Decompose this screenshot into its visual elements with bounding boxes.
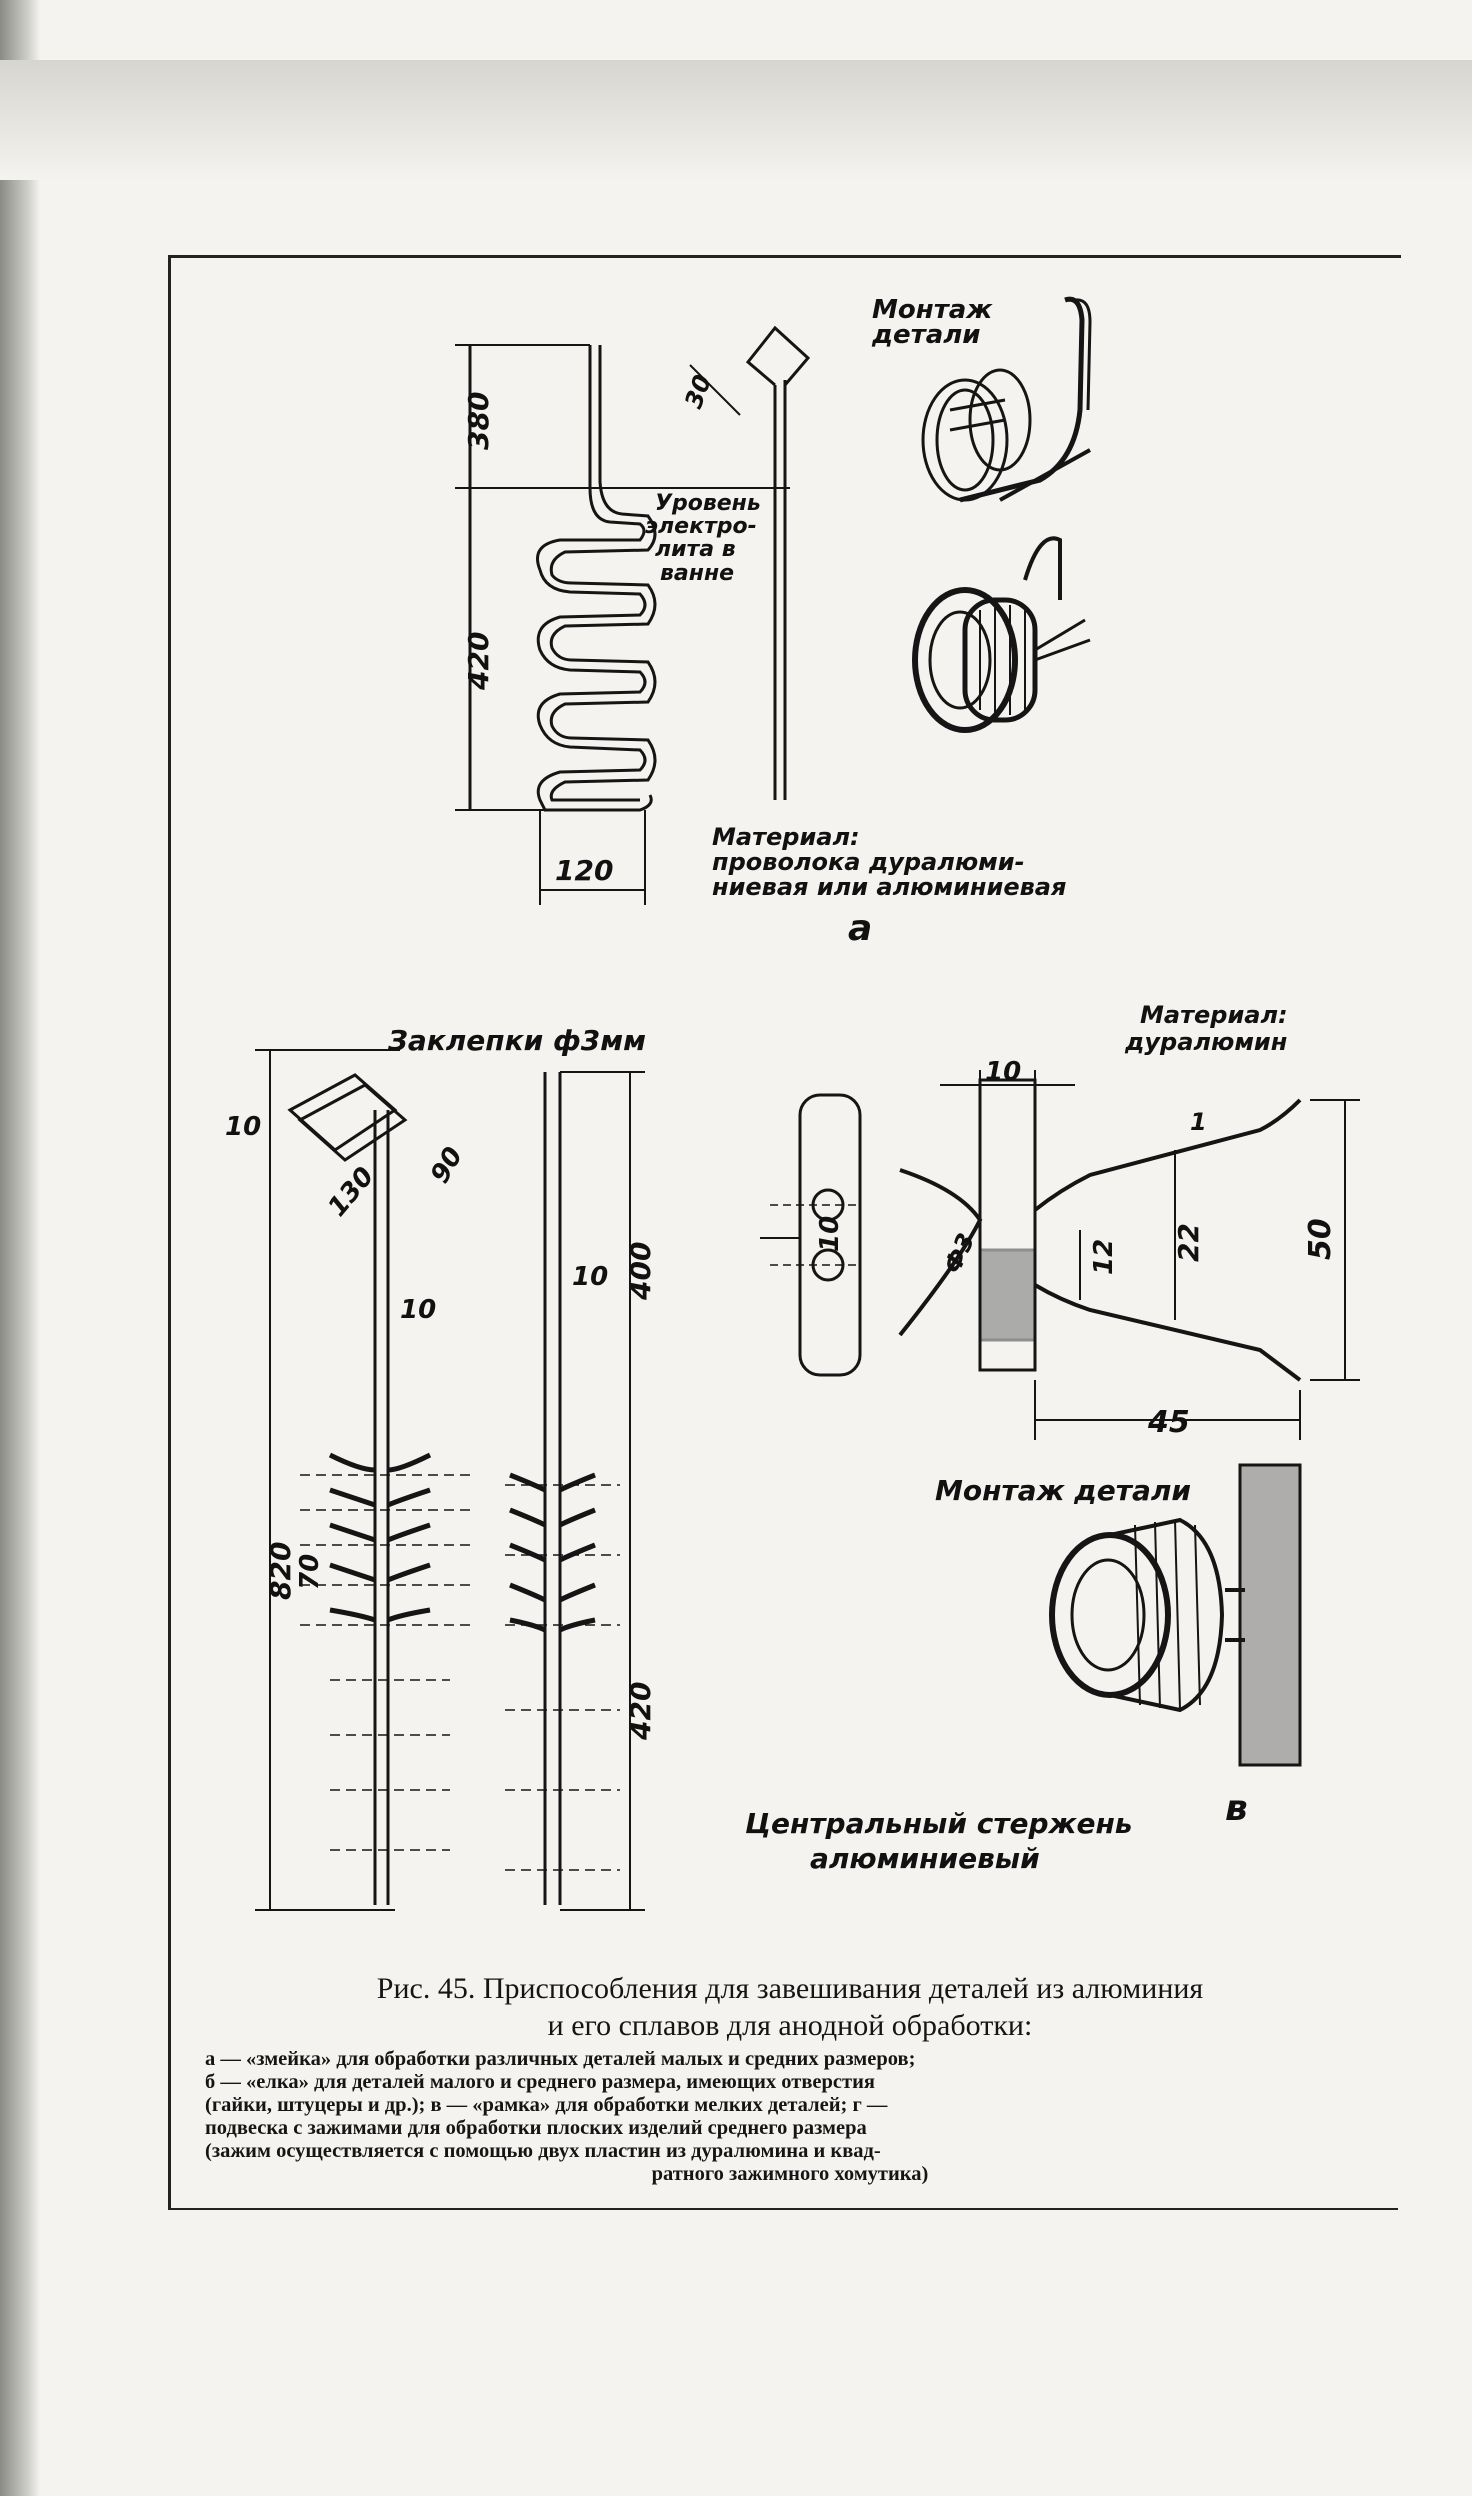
label-material-c-2: дуралюмин (1124, 1028, 1287, 1056)
label-center-rod-1: Центральный стержень (745, 1807, 1133, 1840)
label-mount-detail-c: Монтаж детали (935, 1474, 1191, 1507)
dim-70: 70 (295, 1554, 325, 1590)
dim-22: 22 (1172, 1223, 1205, 1262)
dim-90: 90 (425, 1142, 469, 1188)
label-material-c-1: Материал: (1140, 1001, 1288, 1029)
drawing-labels: Монтаж детали Уровень электро- лита в ва… (225, 295, 1338, 1875)
caption-title-line-1: Рис. 45. Приспособления для завешивания … (376, 1972, 1204, 2005)
top-plates-back (297, 1083, 408, 1162)
serpentine-wire (536, 345, 653, 812)
dim-10-tl: 10 (225, 1112, 261, 1142)
label-material-1: Материал: (712, 823, 860, 851)
strip-front-view (798, 1093, 862, 1377)
label-level-3: лита в (655, 537, 736, 562)
label-material-3: ниевая или алюминиевая (712, 873, 1066, 901)
left-spring-arm (898, 1168, 983, 1337)
caption-body-line: а — «змейка» для обработки различных дет… (205, 2048, 916, 2070)
label-center-rod-2: алюминиевый (810, 1842, 1040, 1875)
tree-branches-left (328, 1452, 432, 1623)
dim-400: 400 (624, 1242, 657, 1301)
caption-body-line: б — «елка» для деталей малого и среднего… (205, 2071, 876, 2093)
dim-820: 820 (264, 1542, 297, 1600)
caption-body-line: (гайки, штуцеры и др.); в — «рамка» для … (205, 2094, 888, 2116)
dim-380: 380 (462, 392, 495, 450)
dim-50: 50 (1303, 1218, 1338, 1260)
right-spring-arm-bottom (1033, 1283, 1302, 1382)
caption-title-line-2: и его сплавов для анодной обработки: (547, 2009, 1033, 2042)
mount-detail-1 (921, 296, 1092, 503)
label-panel-a: а (848, 908, 872, 949)
label-level-1: Уровень (655, 491, 761, 516)
dim-10-gap: 10 (815, 1216, 845, 1252)
caption-body-line: (зажим осуществляется с помощью двух пла… (205, 2140, 881, 2162)
label-rivets: Заклепки ф3мм (387, 1024, 646, 1057)
caption-body-line: ратного зажимного хомутика) (651, 2163, 929, 2185)
dim-30: 30 (679, 371, 717, 412)
hook-top (745, 325, 811, 387)
dim-420-a: 420 (462, 632, 495, 691)
technical-drawing: Монтаж детали Уровень электро- лита в ва… (225, 295, 1360, 1911)
center-plate (978, 1078, 1037, 1372)
dim-10-c: 10 (985, 1057, 1021, 1087)
scan-edge-shadow (0, 0, 40, 2496)
dim-line-angle (689, 364, 741, 416)
dim-dia-3: Ф3 (938, 1229, 980, 1278)
label-level-4: ванне (660, 561, 734, 586)
figure-frame (168, 255, 1401, 2208)
right-spring-arm-top (1033, 1098, 1302, 1212)
mount-detail-2 (912, 536, 1091, 733)
figure-frame-bottom (168, 2208, 1398, 2210)
dim-12: 12 (1089, 1239, 1119, 1275)
scan-top-noise (0, 60, 1472, 180)
dim-1: 1 (1190, 1108, 1207, 1136)
figure-caption-title: Рис. 45. Приспособления для завешивания … (220, 1970, 1360, 2044)
serpentine-wire-inner (549, 345, 657, 802)
figure-caption-body: а — «змейка» для обработки различных дет… (205, 2048, 1375, 2186)
label-mount-heading-2: детали (871, 320, 981, 350)
caption-body-line: подвеска с зажимами для обработки плоски… (205, 2117, 867, 2139)
label-panel-c: в (1225, 1788, 1248, 1829)
mount-detail-3 (1049, 1463, 1302, 1767)
panel-a (455, 296, 1092, 905)
tree2-branches (509, 1472, 596, 1633)
label-material-2: проволока дуралюми- (712, 848, 1025, 876)
label-level-2: электро- (645, 514, 757, 539)
dim-10-rod: 10 (400, 1295, 436, 1325)
panel-b (255, 1049, 645, 1911)
dim-120: 120 (555, 854, 613, 887)
dim-45: 45 (1147, 1405, 1190, 1440)
dim-130: 130 (322, 1162, 380, 1223)
tree-centerlines-left (300, 1474, 470, 1851)
plate-section-hatch (978, 1248, 1037, 1342)
label-mount-heading-1: Монтаж (872, 295, 993, 325)
dim-420-b: 420 (624, 1682, 657, 1741)
tree2-centerlines (505, 1484, 620, 1871)
dim-10-rod2: 10 (572, 1262, 608, 1292)
panel-c (760, 1070, 1360, 1767)
